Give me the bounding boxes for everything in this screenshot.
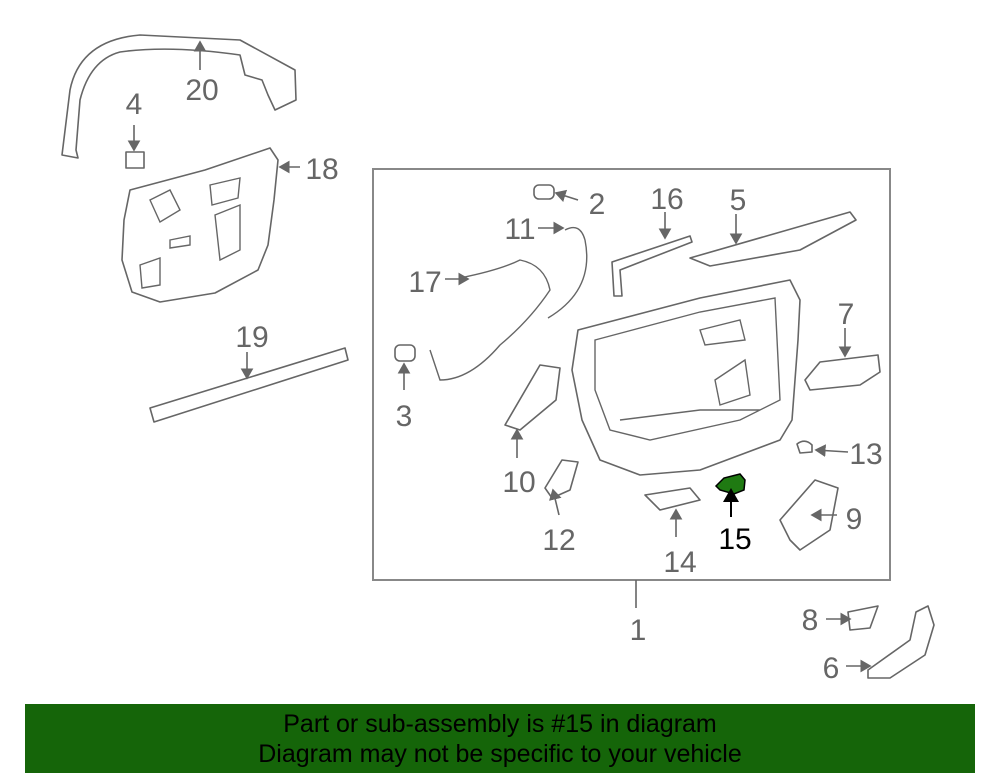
part-5 [689,211,857,267]
part-11-cable [547,226,588,319]
callout-18: 18 [305,153,338,186]
callout-15: 15 [718,523,751,556]
callout-9: 9 [846,503,863,536]
part-17-harness [429,259,551,381]
callout-20: 20 [185,74,218,107]
part-2 [533,184,555,200]
callout-10: 10 [502,466,535,499]
part-14 [644,487,701,511]
callout-1: 1 [630,614,647,647]
callout-14: 14 [663,546,696,579]
leader-arrows [127,40,872,673]
part-18-deflector [121,147,279,303]
callout-12: 12 [542,524,575,557]
banner-line-1: Part or sub-assembly is #15 in diagram [283,710,717,738]
part-19-sill [149,347,349,423]
callout-labels: 1 2 3 4 5 6 7 8 9 10 11 12 13 14 15 16 1… [126,74,883,685]
part-16 [611,235,693,297]
part-4-clip [125,151,145,169]
part-3 [394,344,416,362]
callout-11: 11 [504,213,535,246]
callout-6: 6 [823,652,840,685]
callout-19: 19 [235,321,268,354]
part-20-frame [61,34,297,159]
part-8 [847,605,879,631]
callout-16: 16 [650,183,683,216]
part-7 [804,354,881,391]
callout-13: 13 [849,438,882,471]
callout-17: 17 [408,266,441,299]
door-trim-panel [571,279,801,476]
callout-7: 7 [838,298,855,331]
callout-4: 4 [126,88,143,121]
callout-3: 3 [396,400,413,433]
part-9 [779,479,839,551]
callout-8: 8 [802,604,819,637]
info-banner: Part or sub-assembly is #15 in diagram D… [25,704,975,773]
part-6 [867,605,935,679]
callout-5: 5 [730,184,747,217]
callout-2: 2 [589,188,606,221]
part-13 [796,440,813,454]
banner-line-2: Diagram may not be specific to your vehi… [258,740,742,768]
